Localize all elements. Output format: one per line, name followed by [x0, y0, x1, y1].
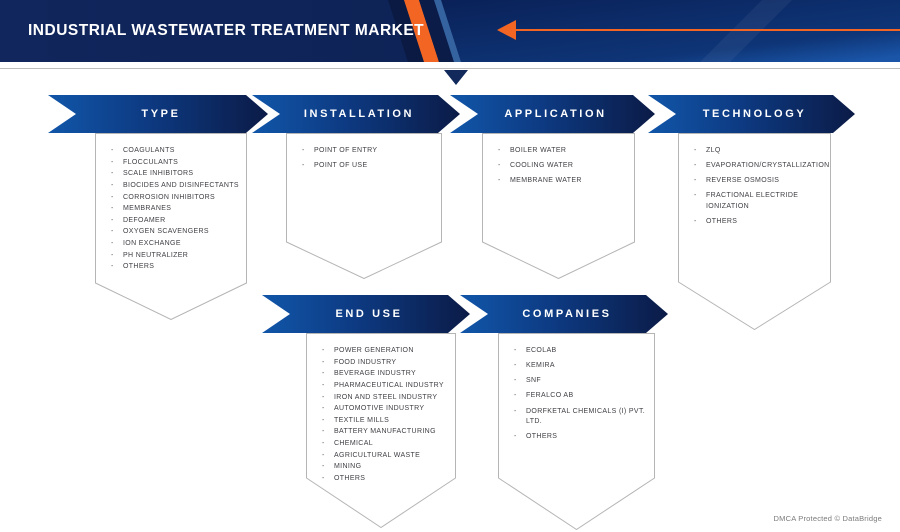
list-item: OXYGEN SCAVENGERS	[110, 227, 239, 237]
dmca-notice: DMCA Protected © DataBridge	[773, 514, 882, 523]
list-item: PHARMACEUTICAL INDUSTRY	[321, 381, 448, 391]
list-item: FOOD INDUSTRY	[321, 358, 448, 368]
technology-list-box: ZLQ EVAPORATION/CRYSTALLIZATION REVERSE OS…	[678, 133, 831, 330]
companies-list: ECOLAB KEMIRA SNF FERALCO AB DORFKETAL CHEMI…	[498, 333, 655, 442]
list-item: AGRICULTURAL WASTE	[321, 451, 448, 461]
list-item: AUTOMOTIVE INDUSTRY	[321, 404, 448, 414]
header-banner: INDUSTRIAL WASTEWATER TREATMENT MARKET	[0, 0, 900, 62]
list-item: FERALCO AB	[513, 391, 647, 401]
list-item: BATTERY MANUFACTURING	[321, 427, 448, 437]
list-item: MEMBRANES	[110, 204, 239, 214]
end-use-banner: END USE	[262, 295, 470, 333]
list-item: REVERSE OSMOSIS	[693, 176, 823, 186]
application-list-box: BOILER WATER COOLING WATER MEMBRANE WATER	[482, 133, 635, 279]
technology-list: ZLQ EVAPORATION/CRYSTALLIZATION REVERSE OS…	[678, 133, 831, 227]
list-item: COOLING WATER	[497, 161, 627, 171]
list-item: ION EXCHANGE	[110, 239, 239, 249]
list-item: COAGULANTS	[110, 146, 239, 156]
list-item: FRACTIONAL ELECTRIDE IONIZATION	[693, 191, 823, 211]
list-item: MEMBRANE WATER	[497, 176, 627, 186]
application-banner: APPLICATION	[450, 95, 655, 133]
list-item: BOILER WATER	[497, 146, 627, 156]
section-title: TECHNOLOGY	[702, 108, 807, 120]
companies-banner: COMPANIES	[460, 295, 668, 333]
list-item: EVAPORATION/CRYSTALLIZATION	[693, 161, 829, 171]
list-item: OTHERS	[110, 262, 239, 272]
arrow-line	[516, 29, 900, 31]
application-list: BOILER WATER COOLING WATER MEMBRANE WATER	[482, 133, 635, 187]
list-item: PH NEUTRALIZER	[110, 251, 239, 261]
list-item: POINT OF ENTRY	[301, 146, 434, 156]
section-title: END USE	[335, 308, 403, 320]
companies-list-box: ECOLAB KEMIRA SNF FERALCO AB DORFKETAL CHEMI…	[498, 333, 655, 530]
installation-banner: INSTALLATION	[252, 95, 460, 133]
list-item: POINT OF USE	[301, 161, 434, 171]
type-banner: TYPE	[48, 95, 268, 133]
list-item: OTHERS	[321, 474, 448, 484]
header-background	[0, 0, 900, 62]
technology-banner: TECHNOLOGY	[648, 95, 855, 133]
list-item: OTHERS	[513, 432, 647, 442]
section-title: INSTALLATION	[303, 108, 415, 120]
list-item: ECOLAB	[513, 346, 647, 356]
type-list: COAGULANTS FLOCCULANTSSCALE INHIBITORS BIO…	[95, 133, 247, 273]
list-item: BIOCIDES AND DISINFECTANTS	[110, 181, 239, 191]
list-item: IRON AND STEEL INDUSTRY	[321, 393, 448, 403]
end-use-list: POWER GENERATION FOOD INDUSTRYBEVERAGE IN…	[306, 333, 456, 484]
left-arrow-icon	[497, 20, 516, 40]
page-title: INDUSTRIAL WASTEWATER TREATMENT MARKET	[28, 22, 425, 39]
list-item: BEVERAGE INDUSTRY	[321, 369, 448, 379]
list-item: OTHERS	[693, 217, 823, 227]
list-item: DEFOAMER	[110, 216, 239, 226]
section-title: COMPANIES	[522, 308, 612, 320]
list-item: MINING	[321, 462, 448, 472]
list-item: CHEMICAL	[321, 439, 448, 449]
list-item: SCALE INHIBITORS	[110, 169, 239, 179]
section-title: APPLICATION	[504, 108, 607, 120]
list-item: ZLQ	[693, 146, 823, 156]
header-divider	[0, 68, 900, 69]
end-use-list-box: POWER GENERATION FOOD INDUSTRYBEVERAGE IN…	[306, 333, 456, 528]
list-item: TEXTILE MILLS	[321, 416, 448, 426]
section-title: TYPE	[141, 108, 181, 120]
list-item: FLOCCULANTS	[110, 158, 239, 168]
list-item: KEMIRA	[513, 361, 647, 371]
installation-list-box: POINT OF ENTRY POINT OF USE	[286, 133, 442, 279]
down-triangle-icon	[444, 70, 468, 85]
list-item: DORFKETAL CHEMICALS (I) PVT. LTD.	[513, 407, 647, 427]
list-item: CORROSION INHIBITORS	[110, 193, 239, 203]
installation-list: POINT OF ENTRY POINT OF USE	[286, 133, 442, 171]
list-item: POWER GENERATION	[321, 346, 448, 356]
type-list-box: COAGULANTS FLOCCULANTSSCALE INHIBITORS BIO…	[95, 133, 247, 320]
list-item: SNF	[513, 376, 647, 386]
